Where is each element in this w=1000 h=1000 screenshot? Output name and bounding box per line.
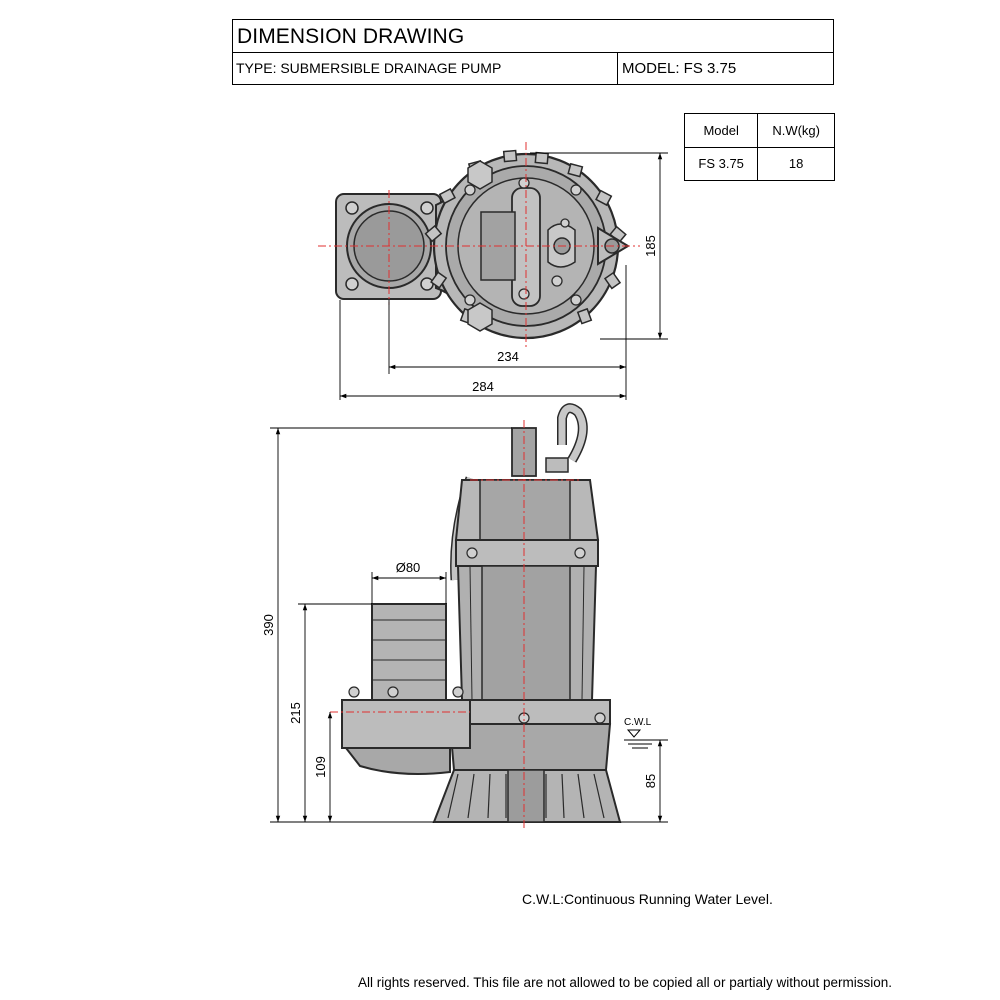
side-view: C.W.L 390 21 (261, 403, 668, 830)
top-centerlines (318, 142, 640, 350)
dim-215-label: 215 (288, 702, 303, 724)
weight-table-model-cell: FS 3.75 (683, 146, 759, 181)
dim-234 (388, 265, 627, 400)
dim-284-label: 284 (472, 379, 494, 394)
dim-109-label: 109 (313, 756, 328, 778)
dim-80-label: Ø80 (396, 560, 421, 575)
dim-234-label: 234 (497, 349, 519, 364)
side-centerlines (330, 420, 580, 830)
dim-185-label: 185 (643, 235, 658, 257)
pump-type-label: TYPE: SUBMERSIBLE DRAINAGE PUMP (233, 53, 618, 84)
side-dimension-lines (270, 427, 668, 823)
dim-85-label: 85 (643, 774, 658, 788)
weight-table-weight-cell: 18 (757, 146, 835, 181)
weight-table-row: FS 3.75 18 (683, 146, 835, 181)
copyright-notice: All rights reserved. This file are not a… (358, 975, 893, 990)
weight-table-header-row: Model N.W(kg) (683, 113, 835, 148)
dim-185 (530, 152, 668, 340)
cwl-symbol (624, 729, 656, 749)
title-block-row: TYPE: SUBMERSIBLE DRAINAGE PUMP MODEL: F… (233, 53, 833, 84)
dim-284 (339, 300, 626, 400)
title-block: DIMENSION DRAWING TYPE: SUBMERSIBLE DRAI… (232, 19, 834, 85)
cwl-label: C.W.L (624, 717, 652, 728)
dim-390-label: 390 (261, 614, 276, 636)
weight-table-model-header: Model (683, 113, 759, 148)
drawing-title: DIMENSION DRAWING (233, 20, 833, 53)
cwl-footnote: C.W.L:Continuous Running Water Level. (522, 891, 773, 907)
weight-table-weight-header: N.W(kg) (757, 113, 835, 148)
weight-table: Model N.W(kg) FS 3.75 18 (683, 113, 835, 181)
top-view: 185 234 284 (318, 142, 668, 400)
motor-body-top (424, 149, 630, 340)
pump-model-label: MODEL: FS 3.75 (622, 60, 737, 77)
